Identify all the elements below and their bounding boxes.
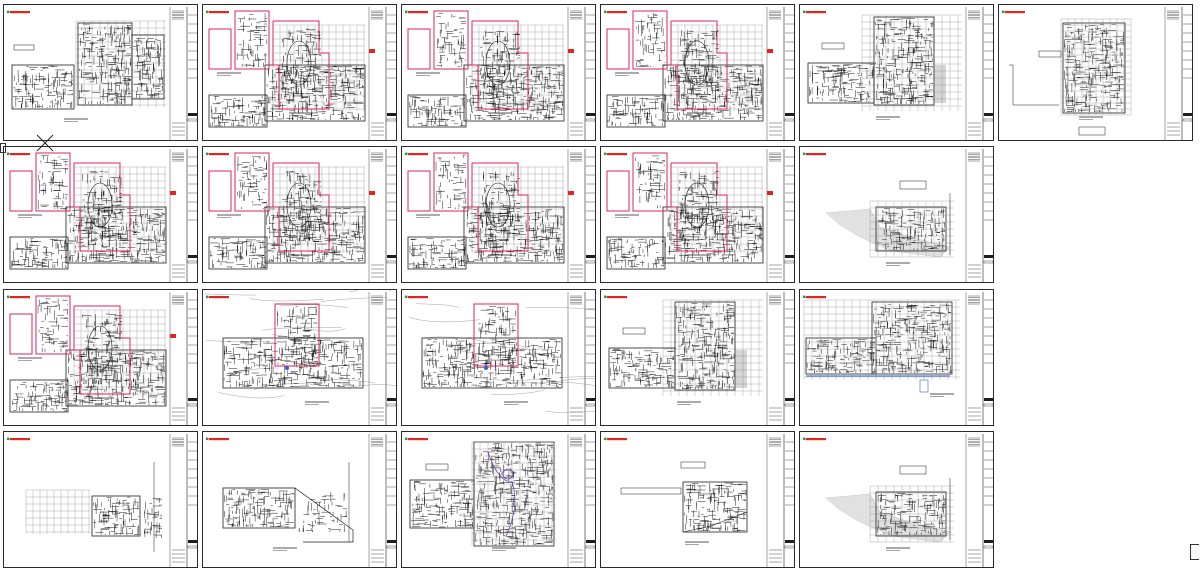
layout-sheet-plan-partial-right[interactable] [600,431,795,568]
sheet-drawing [206,7,396,140]
layout-sheet-plan-diagonal[interactable] [202,431,397,568]
layout-sheet-plan-highlighted[interactable] [3,146,198,283]
sheet-drawing [604,7,794,140]
layout-sheet-plan-level-wide[interactable] [799,289,994,426]
sheet-drawing [405,434,595,567]
layout-sheet-plan-level[interactable] [799,4,994,141]
sheet-drawing [405,149,595,282]
layout-sheet-plan-basement[interactable] [3,4,198,141]
crosshair-cursor-icon [1190,544,1199,560]
layout-sheet-plan-highlighted[interactable] [401,146,596,283]
layout-sheet-plan-site-slope[interactable] [799,146,994,283]
sheet-drawing [7,149,197,282]
ucs-origin-icon [0,138,6,153]
layout-sheet-plan-site-context[interactable] [202,289,397,426]
sheet-drawing [803,292,993,425]
sheet-drawing [7,292,197,425]
layout-sheet-plan-highlighted[interactable] [202,146,397,283]
sheet-drawing [803,149,993,282]
x-mark-icon[interactable] [36,134,54,152]
sheet-drawing [7,434,197,567]
layout-sheet-plan-site-slope[interactable] [799,431,994,568]
layout-sheet-plan-highlighted[interactable] [600,4,795,141]
sheet-drawing [1002,7,1192,140]
sheet-drawing [405,292,595,425]
layout-sheet-plan-partial[interactable] [3,431,198,568]
layout-sheet-plan-highlighted[interactable] [202,4,397,141]
sheet-drawing [604,149,794,282]
sheet-drawing [604,292,794,425]
sheet-drawing [405,7,595,140]
sheet-drawing [206,434,396,567]
sheet-drawing [7,7,197,140]
sheet-drawing [803,7,993,140]
sheet-drawing [803,434,993,567]
layout-sheet-plan-highlighted[interactable] [600,146,795,283]
layout-sheet-plan-highlighted[interactable] [3,289,198,426]
layout-sheet-plan-level[interactable] [600,289,795,426]
layout-sheet-plan-purple-markup[interactable] [401,431,596,568]
layout-sheet-plan-highlighted[interactable] [401,4,596,141]
layout-sheet-plan-roof[interactable] [998,4,1193,141]
layout-sheet-plan-site-context[interactable] [401,289,596,426]
sheet-drawing [204,290,396,425]
sheet-drawing [206,149,396,282]
sheet-drawing [604,434,794,567]
